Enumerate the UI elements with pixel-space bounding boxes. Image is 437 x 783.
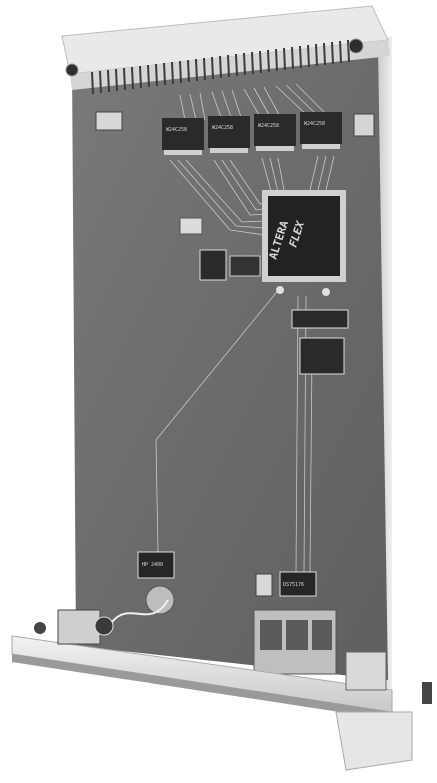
mount-screw-top-right [348,38,364,54]
rail-screw-right [422,682,432,704]
front-panel-fitting [34,599,169,645]
dip-chip-right-1 [291,309,349,329]
dip-socket-left [199,249,227,281]
round-component [145,585,175,615]
mount-screw-top-left [65,63,79,77]
memory-chip-pins [164,144,340,155]
memory-chip-2-label: W24C258 [212,125,233,131]
small-cap-lower [255,573,273,597]
memory-chip-4: W24C258 [300,112,342,144]
top-connector-face [70,40,390,90]
dip-chip-lower-left: HP 2400 [137,551,175,579]
memory-chip-2: W24C258 [208,116,250,148]
fpga-component-dot [276,286,284,294]
component-top-left [95,111,123,131]
fpga-chip: ALTERA FLEX [262,190,346,282]
ejector-handle [335,651,413,771]
component-top-right [353,113,375,137]
dip-chip-lower-mid: DS75176 [279,571,317,597]
memory-chip-1: W24C258 [162,118,204,150]
memory-chip-3: W24C258 [254,114,296,146]
memory-chip-4-label: W24C258 [304,121,325,127]
dip-chip-lower-left-label: HP 2400 [142,562,163,568]
dip-chip-right-2 [299,337,345,375]
dip-chip-lower-mid-label: DS75176 [283,582,304,588]
crystal-oscillator [229,255,261,277]
fpga-component-dot-2 [322,288,330,296]
front-panel-rail-lower [12,654,392,720]
lower-connector-block [253,609,337,675]
memory-chip-1-label: W24C258 [166,127,187,133]
white-component [179,217,203,235]
memory-chip-3-label: W24C258 [258,123,279,129]
connector-pins [91,39,350,95]
